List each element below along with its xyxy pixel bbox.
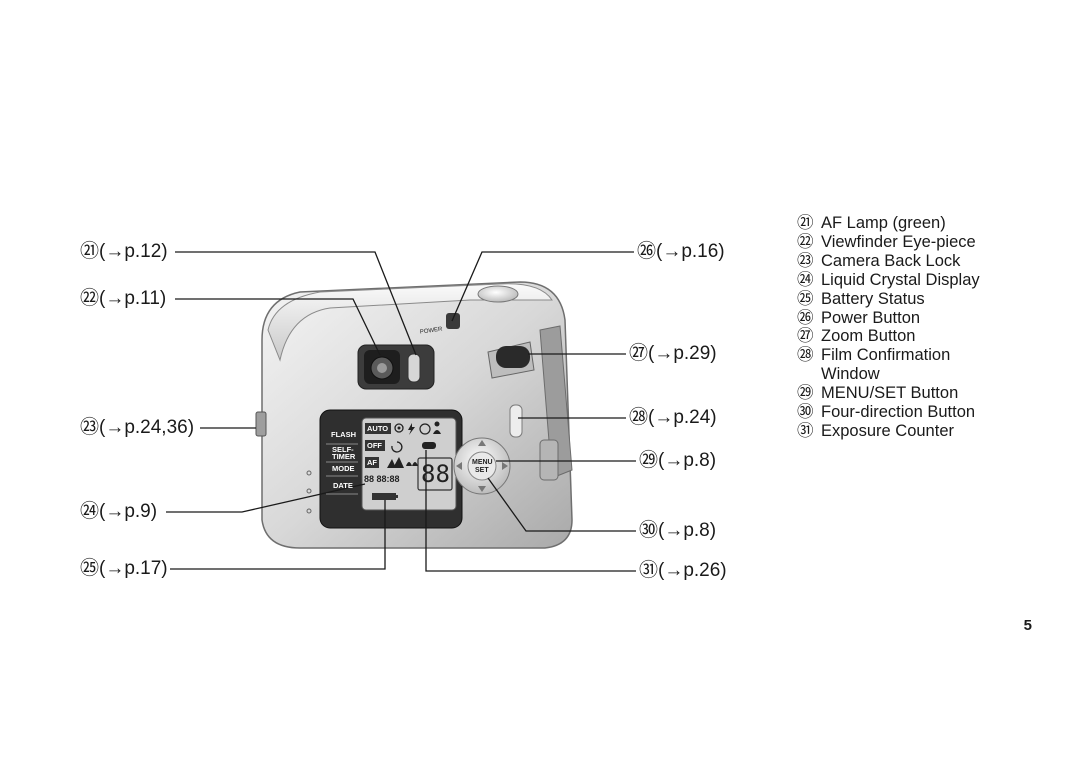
lcd-exposure-counter: 88 [421,460,450,488]
portrait-icon [433,430,441,434]
lcd-timer-label: TIMER [332,452,356,461]
lcd-af-label: AF [367,458,377,467]
callout-lcd: ㉔(→p.9) [80,501,158,522]
landscape-icon [387,457,404,468]
page-number: 5 [1023,617,1032,634]
self-timer-icon [391,441,403,453]
lcd-auto-label: AUTO [367,424,389,433]
battery-icon [372,493,396,500]
menu-label: MENU [472,459,493,466]
remote-icon [422,442,436,449]
callout-four-direction: ㉚(→p.8) [639,520,717,541]
lcd-flash-label: FLASH [331,430,356,439]
four-direction-dial [453,437,511,495]
macro-icon [406,462,418,466]
callout-menu-set: ㉙(→p.8) [639,450,717,471]
flash-icon [408,423,415,435]
callout-power: ㉖(→p.16) [637,241,725,262]
back-lock-art [255,411,267,437]
lcd-date-label: DATE [333,481,353,490]
lcd-date-digits: 88 88:88 [364,474,400,484]
power-button-art [446,313,460,329]
lcd-self-label: SELF- [332,445,354,454]
flash-off-icon [419,423,431,435]
callout-zoom: ㉗(→p.29) [629,343,717,364]
lcd-off-label: OFF [367,441,382,450]
set-label: SET [475,467,489,474]
callout-film-window: ㉘(→p.24) [629,407,717,428]
zoom-button-art [487,341,535,379]
legend-item-continuation: Window [821,365,880,384]
callout-af-lamp: ㉑(→p.12) [80,241,168,262]
callout-exposure-counter: ㉛(→p.26) [639,560,727,581]
film-window-art [509,404,523,438]
callout-battery: ㉕(→p.17) [80,558,168,579]
lcd-mode-label: MODE [332,464,355,473]
power-label: POWER [420,326,444,335]
callout-viewfinder: ㉒(→p.11) [80,288,167,309]
red-eye-icon [394,423,404,433]
callout-back-lock: ㉓(→p.24,36) [80,417,195,438]
leader-lines [166,251,636,572]
viewfinder-block [357,344,435,390]
